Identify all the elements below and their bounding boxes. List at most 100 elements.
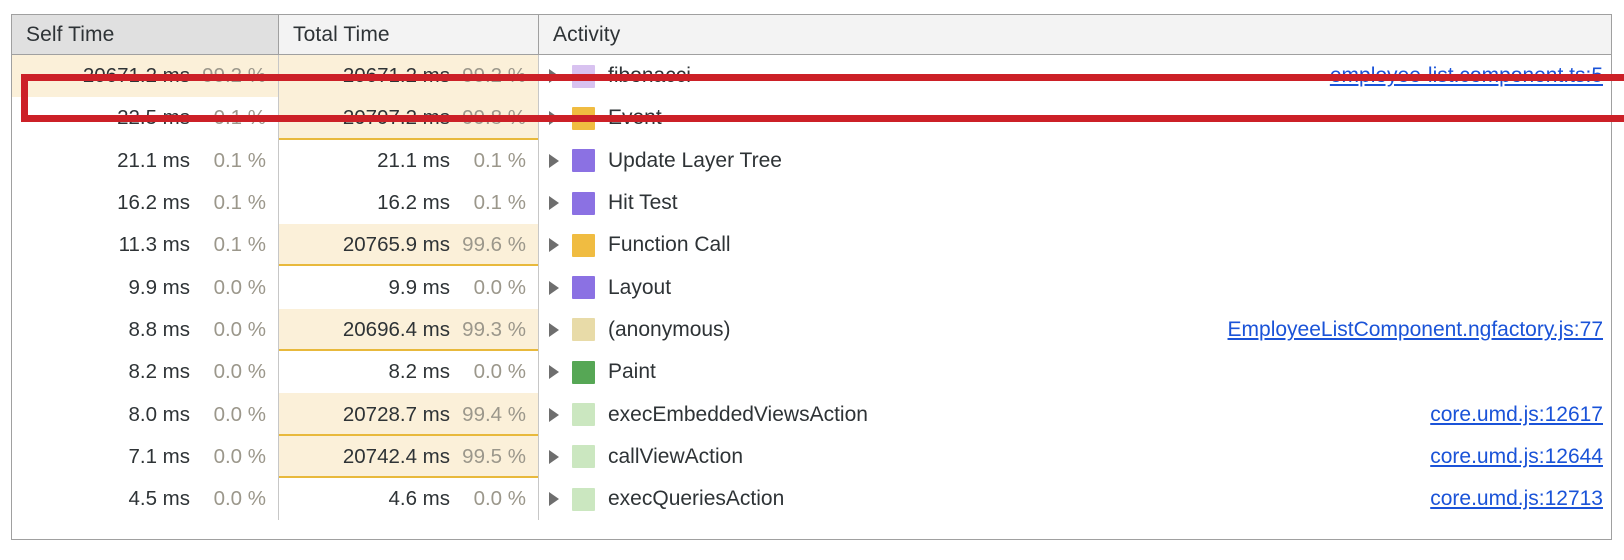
total-time-percent: 99.8 % — [462, 106, 526, 130]
total-time-value: 20765.9 ms — [342, 233, 450, 257]
expand-triangle-icon[interactable] — [549, 280, 559, 295]
expand-triangle-icon[interactable] — [549, 69, 559, 84]
total-time-percent: 0.0 % — [473, 360, 526, 384]
total-time-value: 4.6 ms — [388, 487, 450, 511]
self-time-percent: 0.0 % — [213, 275, 266, 299]
cell-activity: Hit Test — [539, 182, 1611, 224]
cell-total-time: 20797.2 ms 99.8 % — [279, 97, 539, 140]
expand-triangle-icon[interactable] — [549, 365, 559, 380]
expand-triangle-icon[interactable] — [549, 322, 559, 337]
total-time-value: 20797.2 ms — [342, 106, 450, 130]
total-time-percent: 0.1 % — [473, 191, 526, 215]
cell-activity: (anonymous) EmployeeListComponent.ngfacto… — [539, 309, 1611, 351]
self-time-percent: 0.0 % — [213, 317, 266, 341]
column-header-self-time[interactable]: Self Time — [12, 15, 279, 54]
expand-triangle-icon[interactable] — [549, 449, 559, 464]
self-time-value: 7.1 ms — [128, 444, 190, 468]
self-time-percent: 99.2 % — [202, 64, 266, 88]
total-time-bar — [279, 393, 538, 436]
column-header-total-time[interactable]: Total Time — [279, 15, 539, 54]
expand-triangle-icon[interactable] — [549, 407, 559, 422]
category-swatch-scripting-icon — [572, 233, 595, 257]
total-time-value: 20742.4 ms — [342, 444, 450, 468]
column-header-self-time-label: Self Time — [26, 22, 115, 46]
expand-triangle-icon[interactable] — [549, 111, 559, 126]
activity-name: (anonymous) — [608, 317, 731, 341]
category-swatch-rendering-icon — [572, 276, 595, 300]
total-time-value: 8.2 ms — [388, 360, 450, 384]
self-time-value: 20671.2 ms — [82, 64, 190, 88]
total-time-value: 20671.2 ms — [342, 64, 450, 88]
cell-activity: execEmbeddedViewsAction core.umd.js:12617 — [539, 393, 1611, 435]
cell-self-time: 8.8 ms 0.0 % — [12, 308, 279, 352]
cell-total-time: 4.6 ms 0.0 % — [279, 477, 539, 521]
self-time-value: 16.2 ms — [117, 191, 190, 215]
category-swatch-painting-pale-icon — [572, 445, 595, 469]
cell-activity: Function Call — [539, 224, 1611, 266]
self-time-value: 8.0 ms — [128, 402, 190, 426]
source-location-link[interactable]: EmployeeListComponent.ngfactory.js:77 — [1227, 317, 1603, 341]
total-time-percent: 0.0 % — [473, 487, 526, 511]
cell-total-time: 20671.2 ms 99.2 % — [279, 55, 539, 98]
cell-activity: Paint — [539, 351, 1611, 393]
total-time-value: 9.9 ms — [388, 275, 450, 299]
self-time-value: 8.8 ms — [128, 317, 190, 341]
expand-triangle-icon[interactable] — [549, 196, 559, 211]
category-swatch-painting-pale-icon — [572, 403, 595, 427]
category-swatch-painting-icon — [572, 360, 595, 384]
expand-triangle-icon[interactable] — [549, 238, 559, 253]
source-location-link[interactable]: core.umd.js:12617 — [1430, 402, 1603, 426]
self-time-value: 9.9 ms — [128, 275, 190, 299]
total-time-percent: 99.2 % — [462, 64, 526, 88]
source-location-link[interactable]: core.umd.js:12713 — [1430, 487, 1603, 511]
total-time-value: 21.1 ms — [377, 148, 450, 172]
activity-name: fibonacci — [608, 64, 691, 88]
expand-triangle-icon[interactable] — [549, 492, 559, 507]
category-swatch-rendering-icon — [572, 149, 595, 173]
source-location-link[interactable]: employee-list.component.ts:5 — [1329, 64, 1603, 88]
cell-activity: Layout — [539, 266, 1611, 308]
self-time-percent: 0.0 % — [213, 487, 266, 511]
activity-name: Update Layer Tree — [608, 148, 782, 172]
cell-total-time: 8.2 ms 0.0 % — [279, 351, 539, 394]
category-swatch-scripting-icon — [572, 106, 595, 130]
column-header-activity[interactable]: Activity — [539, 15, 1611, 54]
activity-name: Layout — [608, 275, 672, 299]
self-time-percent: 0.0 % — [213, 360, 266, 384]
activity-name: execEmbeddedViewsAction — [608, 402, 868, 426]
self-time-value: 4.5 ms — [128, 487, 190, 511]
expand-triangle-icon[interactable] — [549, 153, 559, 168]
table-row[interactable]: 20671.2 ms 99.2 % 20671.2 ms 99.2 % fibonacc… — [12, 55, 1611, 98]
self-time-value: 11.3 ms — [118, 233, 190, 257]
column-header-activity-label: Activity — [553, 22, 621, 46]
category-swatch-scripting-pale-icon — [572, 318, 595, 342]
total-time-bar — [279, 435, 538, 478]
total-time-bar — [279, 224, 538, 267]
total-time-bar — [279, 308, 538, 352]
activity-name: Paint — [608, 360, 656, 384]
cell-activity: Event — [539, 97, 1611, 139]
self-time-percent: 0.0 % — [213, 402, 266, 426]
cell-self-time: 4.5 ms 0.0 % — [12, 477, 279, 521]
source-location-link[interactable]: core.umd.js:12644 — [1430, 444, 1603, 468]
total-time-percent: 0.1 % — [473, 148, 526, 172]
